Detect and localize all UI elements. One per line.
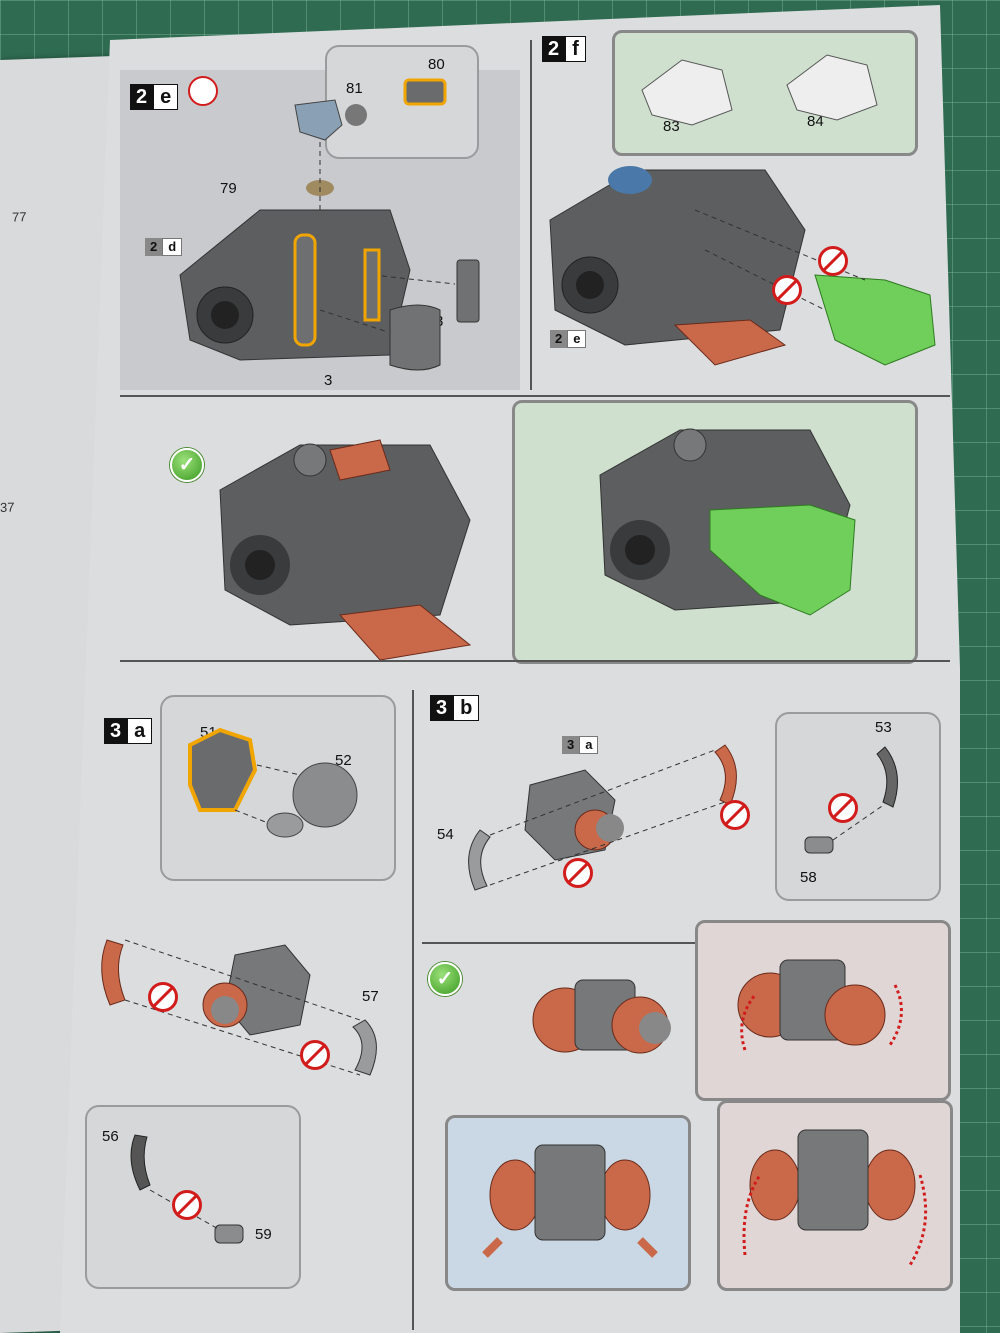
dome-shape-2f (608, 166, 652, 194)
no-glue-icon (172, 1190, 202, 1220)
check-icon: ✓ (170, 448, 204, 482)
part-56-shape (101, 939, 126, 1006)
panel-divider (412, 690, 414, 1330)
step-2f-illustration (549, 166, 936, 366)
part-label-56: 56 (102, 1128, 119, 1145)
no-glue-icon (828, 793, 858, 823)
part-label-80: 80 (428, 56, 445, 73)
section-divider (120, 395, 950, 397)
ref-3a-badge: 3 a (562, 736, 599, 754)
rotation-illustration-bottom (742, 1129, 928, 1266)
part-label-57: 57 (362, 988, 379, 1005)
left-page-fragment: 37 (0, 499, 15, 515)
no-glue-icon (148, 982, 178, 1012)
part-label-81: 81 (346, 80, 363, 97)
part-label-83: 83 (663, 118, 680, 135)
part-52-shape (292, 762, 358, 828)
parts-83-84-illustration (641, 54, 878, 126)
rotate-arrow-icon (888, 984, 903, 1046)
ref-2d-badge: 2 d (145, 238, 183, 256)
no-glue-icon (563, 858, 593, 888)
no-glue-icon (300, 1040, 330, 1070)
completed-hub-3b (532, 979, 671, 1054)
step-3a-badge: 3 a (104, 718, 153, 744)
part-label-3: 3 (324, 372, 333, 389)
part-label-53: 53 (875, 719, 892, 736)
section-divider (120, 660, 950, 662)
completed-hull-green (599, 428, 856, 616)
part-51-shape (188, 727, 258, 812)
no-glue-icon (818, 246, 848, 276)
left-page-fragment: 77 (12, 209, 27, 225)
section-divider (422, 942, 737, 944)
instruction-page: 2 e 81 80 79 8 3 2 d 2 f (60, 5, 960, 1333)
part-81-shape (345, 104, 367, 126)
step-2f-badge: 2 f (542, 36, 586, 62)
no-glue-icon (772, 275, 802, 305)
completed-hull-orange (219, 439, 472, 661)
part-label-84: 84 (807, 113, 824, 130)
step-3a-illustration (101, 939, 377, 1076)
parts-51-52-illustration (188, 727, 358, 838)
check-icon: ✓ (428, 962, 462, 996)
step-2e-illustration (179, 78, 480, 371)
part-54-shape (468, 829, 491, 891)
no-fold-icon (188, 76, 218, 106)
no-glue-icon (720, 800, 750, 830)
step-3b-badge: 3 b (430, 695, 480, 721)
orange-part-shape (673, 319, 787, 366)
rotate-arrow-icon (908, 1174, 928, 1266)
part-84-shape (786, 54, 878, 121)
part-label-54: 54 (437, 826, 454, 843)
part-label-79: 79 (220, 180, 237, 197)
part-label-58: 58 (800, 869, 817, 886)
ref-2e-badge: 2 e (550, 330, 587, 348)
part-dome-shape (294, 99, 343, 141)
step-3b-illustration (468, 744, 737, 891)
green-part-shape (814, 274, 936, 366)
rotation-illustration-top (737, 959, 903, 1051)
part-53-on-model (714, 744, 737, 806)
completed-front-view (482, 1144, 658, 1258)
part-57-shape (352, 1019, 377, 1076)
part-3-shape (389, 304, 441, 371)
step-2e-badge: 2 e (130, 84, 179, 110)
panel-divider (530, 40, 532, 390)
callout-53-58 (775, 712, 941, 901)
part-label-59: 59 (255, 1226, 272, 1243)
parts-53-58-illustration (804, 746, 898, 854)
part-83-shape (641, 59, 733, 126)
part-label-52: 52 (335, 752, 352, 769)
part-80-shape (403, 78, 447, 106)
pipe-shape (293, 233, 317, 347)
part-8-shape (456, 259, 480, 323)
